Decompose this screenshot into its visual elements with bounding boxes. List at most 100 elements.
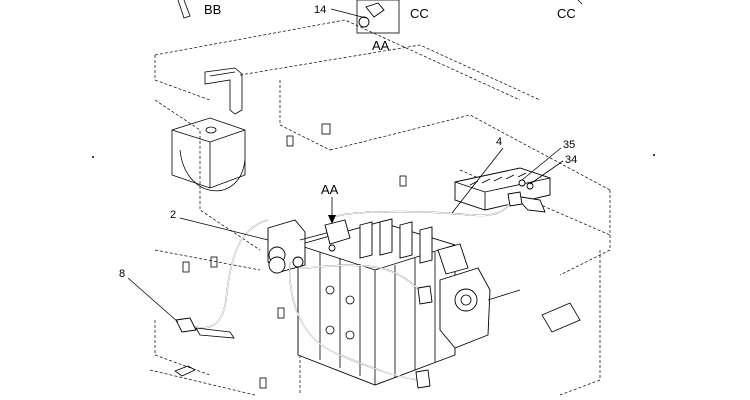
hose-4-inner [329, 197, 514, 219]
cc-part-hint [577, 0, 583, 5]
frame-left-top [154, 55, 211, 101]
plate-part [541, 302, 581, 333]
fastener-6 [277, 307, 285, 319]
leader-4 [451, 147, 504, 214]
pilot-link [299, 231, 331, 241]
fastener-1 [286, 135, 294, 147]
detail-cc-right: CC [557, 0, 583, 21]
mark-dot-right [653, 154, 655, 156]
small-fasteners [174, 123, 581, 389]
mount-curve [179, 149, 246, 192]
relief-valve [439, 267, 521, 349]
leader-34 [529, 160, 564, 185]
hose-left-inner [189, 219, 269, 329]
control-valve [297, 218, 469, 386]
frame-right-side [559, 190, 611, 276]
mount-edges [171, 129, 246, 188]
mount-hole [205, 126, 217, 134]
valve-sections-left [319, 252, 361, 376]
aa-pointer: AA [321, 182, 339, 224]
leader-2 [179, 217, 269, 241]
detail-aa-box: 14 AA [314, 0, 400, 53]
spool-cap-2 [379, 218, 393, 256]
valve-sections-right [394, 252, 436, 378]
frame-bottom-corner [154, 320, 211, 376]
spool-cap-3 [399, 221, 413, 259]
label-cc-left: CC [410, 6, 429, 21]
hose-end-lower [415, 369, 431, 389]
clip-part [174, 365, 196, 377]
fitting-35 [518, 179, 526, 187]
spool-cap-1 [359, 221, 373, 259]
label-part-4: 4 [496, 136, 502, 148]
hose-end-8 [175, 317, 197, 333]
relief-valve-cap [454, 288, 478, 312]
leader-14 [330, 8, 367, 19]
valve-plug-1 [325, 285, 335, 295]
label-part-35: 35 [563, 139, 575, 151]
relief-valve-line [487, 289, 521, 301]
manifold-ports [469, 172, 527, 186]
pilot-fitting [292, 256, 304, 268]
frame-left-side [154, 99, 261, 251]
hose-bracket-8 [195, 327, 235, 339]
fastener-7 [321, 123, 331, 135]
label-part-14: 14 [314, 4, 326, 16]
label-aa-pointer: AA [321, 182, 339, 197]
bracket-edge [209, 71, 236, 77]
label-part-2: 2 [170, 209, 176, 221]
leaders: 4 35 34 2 8 [119, 136, 577, 323]
fitting-34 [526, 182, 534, 190]
label-aa-box: AA [372, 38, 390, 53]
manifold-block [454, 167, 551, 213]
hose-end-4 [507, 191, 523, 207]
detail-bb: BB [177, 0, 221, 19]
valve-plug-2 [345, 295, 355, 305]
fastener-3 [259, 377, 267, 389]
frame-right-lower [559, 250, 601, 396]
frame-bottom-left [149, 369, 256, 396]
fastener-4 [182, 261, 190, 273]
frame-mid-post [279, 80, 331, 151]
pilot-fitting-2 [328, 244, 336, 252]
manifold-edges [454, 177, 551, 210]
o-ring-part [358, 16, 370, 28]
frame-inner-rail [239, 44, 541, 101]
label-part-34: 34 [565, 154, 577, 166]
solenoid-2 [268, 256, 286, 274]
bracket-body [204, 67, 243, 115]
label-cc-right: CC [557, 6, 576, 21]
mark-dot-left [92, 156, 94, 158]
relief-valve-nut [460, 294, 472, 306]
hose-lower-inner [289, 261, 419, 381]
pilot-manifold [324, 219, 351, 245]
upper-bracket [204, 67, 243, 115]
fitting-part-14 [365, 2, 385, 18]
bb-part-shape [177, 0, 191, 19]
frame-top-rail [154, 19, 521, 101]
leader-8 [127, 277, 179, 323]
label-part-8: 8 [119, 268, 125, 280]
frame-crossmember [329, 114, 611, 191]
pilot-block [267, 219, 351, 274]
valve-plug-4 [345, 330, 355, 340]
aa-arrow-head [328, 215, 336, 224]
detail-aa-frame [356, 0, 400, 34]
left-mount [171, 117, 246, 192]
hose-end-mid [417, 285, 433, 305]
valve-fitting [437, 243, 469, 275]
fastener-5 [210, 256, 218, 268]
spool-cap-4 [419, 226, 433, 264]
label-bb: BB [204, 2, 221, 17]
hoses [175, 191, 523, 389]
hose-mid-inner [299, 264, 425, 296]
leader-35 [521, 147, 562, 181]
frame-left-lower [154, 249, 261, 271]
hose-left-outer [189, 219, 269, 329]
valve-plug-3 [325, 325, 335, 335]
manifold-bracket [513, 195, 546, 213]
fastener-2 [399, 175, 407, 187]
mount-block [171, 117, 246, 189]
